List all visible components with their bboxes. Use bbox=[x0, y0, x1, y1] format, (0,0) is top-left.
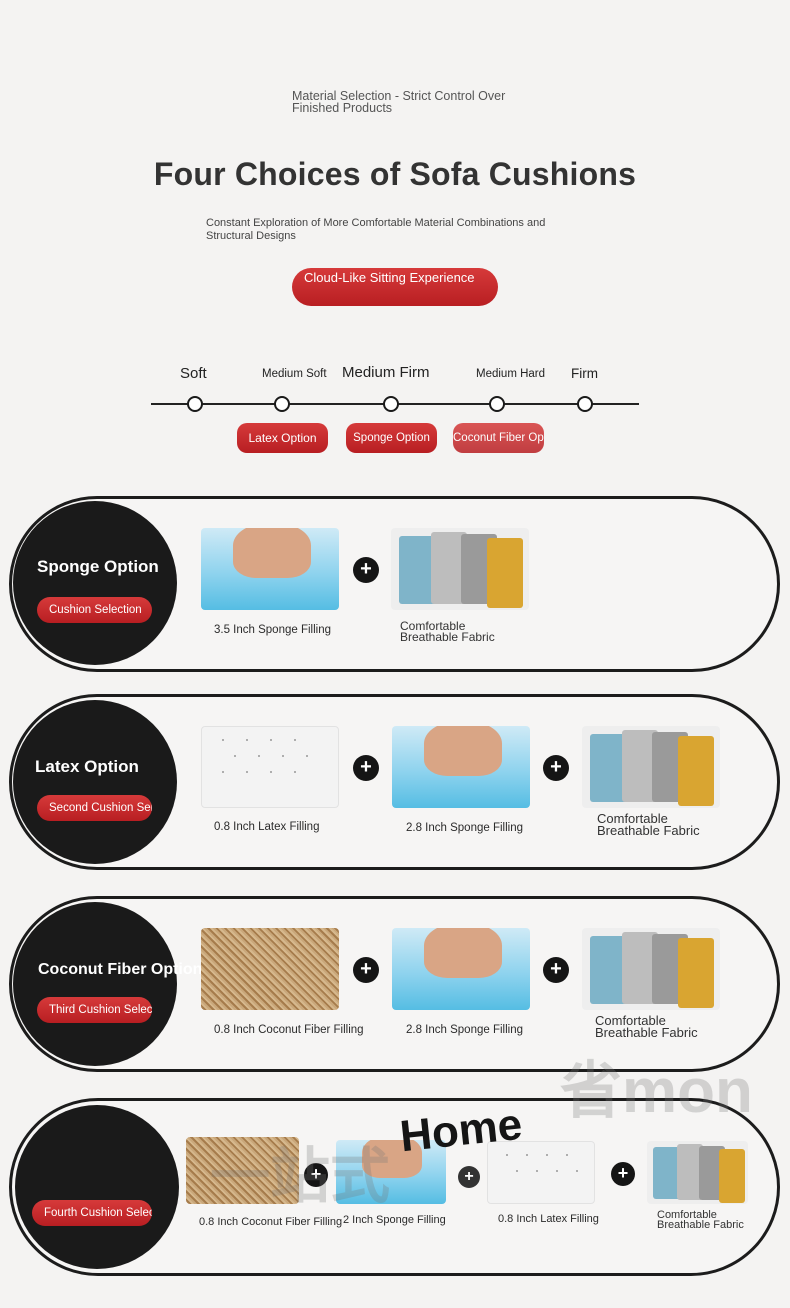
sponge-tile-image bbox=[392, 726, 530, 808]
plus-icon: + bbox=[353, 755, 379, 781]
scale-label-medium-hard: Medium Hard bbox=[476, 368, 546, 380]
layer-caption: 0.8 Inch Coconut Fiber Filling bbox=[214, 1024, 364, 1036]
scale-label-medium-soft: Medium Soft bbox=[262, 368, 327, 380]
layer-caption: Comfortable Breathable Fabric bbox=[595, 1013, 698, 1040]
option-badge-coconut-fiber bbox=[13, 902, 177, 1066]
watermark-text-left: 一站式 bbox=[210, 1143, 390, 1210]
scale-dot-soft bbox=[187, 396, 203, 412]
sponge-tile-image bbox=[392, 928, 530, 1010]
option-selection-pill: Fourth Cushion Selection bbox=[32, 1200, 152, 1226]
option-selection-pill: Third Cushion Selection bbox=[37, 997, 152, 1023]
scale-label-soft: Soft bbox=[180, 365, 207, 382]
page-title: Four Choices of Sofa Cushions bbox=[153, 156, 637, 192]
layer-caption: 2 Inch Sponge Filling bbox=[343, 1214, 446, 1226]
scale-dot-firm bbox=[577, 396, 593, 412]
fabric-tile-image bbox=[582, 726, 720, 808]
option-title: Coconut Fiber Option bbox=[38, 961, 203, 978]
scale-dot-medium-soft bbox=[274, 396, 290, 412]
scale-tag-coconut-fiber: Coconut Fiber Option bbox=[453, 423, 544, 453]
option-selection-pill: Second Cushion Selection bbox=[37, 795, 152, 821]
layer-caption: Comfortable Breathable Fabric bbox=[657, 1209, 744, 1231]
page-subtitle: Constant Exploration of More Comfortable… bbox=[206, 217, 546, 242]
layer-caption: 0.8 Inch Latex Filling bbox=[498, 1213, 599, 1225]
option-selection-pill: Cushion Selection bbox=[37, 597, 152, 623]
hero-pill: Cloud-Like Sitting Experience bbox=[292, 268, 498, 306]
option-title: Latex Option bbox=[35, 757, 139, 776]
scale-dot-medium-firm bbox=[383, 396, 399, 412]
layer-caption: Comfortable Breathable Fabric bbox=[597, 811, 700, 838]
eyebrow-text: Material Selection - Strict Control Over… bbox=[292, 89, 506, 115]
fabric-tile-image bbox=[647, 1141, 748, 1204]
sponge-tile-image bbox=[336, 1140, 446, 1204]
layer-caption: 2.8 Inch Sponge Filling bbox=[406, 1024, 523, 1036]
layer-caption: 2.8 Inch Sponge Filling bbox=[406, 822, 523, 834]
plus-icon: + bbox=[611, 1162, 635, 1186]
option-badge-sponge bbox=[13, 501, 177, 665]
plus-icon: + bbox=[353, 557, 379, 583]
plus-icon: + bbox=[543, 957, 569, 983]
fabric-tile-image bbox=[582, 928, 720, 1010]
option-badge-fourth bbox=[15, 1105, 179, 1269]
layer-caption: Comfortable Breathable Fabric bbox=[400, 619, 495, 644]
layer-caption: 0.8 Inch Latex Filling bbox=[214, 821, 320, 833]
scale-label-firm: Firm bbox=[571, 366, 598, 381]
fabric-tile-image bbox=[391, 528, 529, 610]
coconut-fiber-tile-image bbox=[186, 1137, 299, 1204]
plus-icon: + bbox=[353, 957, 379, 983]
sponge-tile-image bbox=[201, 528, 339, 610]
scale-label-medium-firm: Medium Firm bbox=[342, 364, 430, 381]
layer-caption: 3.5 Inch Sponge Filling bbox=[214, 624, 331, 636]
coconut-fiber-tile-image bbox=[201, 928, 339, 1010]
plus-icon: + bbox=[304, 1163, 328, 1187]
watermark-text-right: 省mon bbox=[560, 1057, 753, 1126]
scale-tag-sponge: Sponge Option bbox=[346, 423, 437, 453]
scale-tag-latex: Latex Option bbox=[237, 423, 328, 453]
latex-tile-image bbox=[487, 1141, 595, 1204]
option-badge-latex bbox=[13, 700, 177, 864]
layer-caption: 0.8 Inch Coconut Fiber Filling bbox=[199, 1216, 343, 1228]
plus-icon: + bbox=[543, 755, 569, 781]
latex-tile-image bbox=[201, 726, 339, 808]
plus-icon: + bbox=[458, 1166, 480, 1188]
scale-dot-medium-hard bbox=[489, 396, 505, 412]
option-title: Sponge Option bbox=[37, 557, 159, 576]
